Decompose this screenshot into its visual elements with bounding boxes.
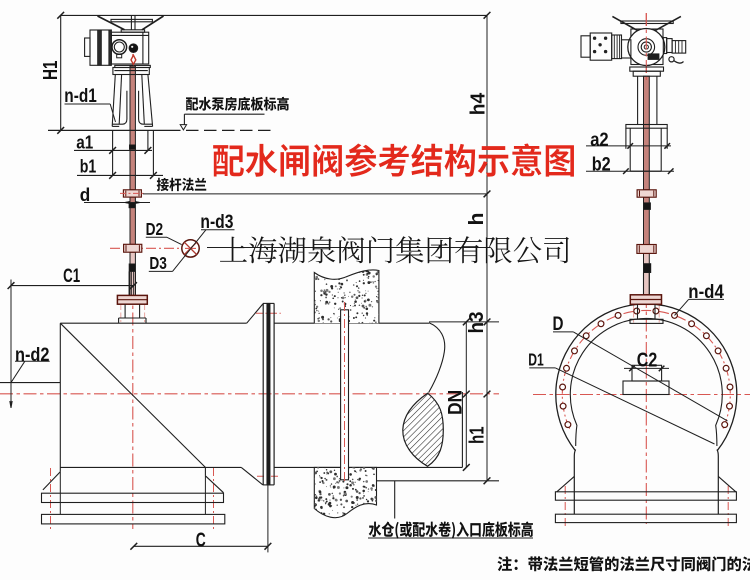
svg-text:C: C — [196, 528, 206, 551]
svg-text:a2: a2 — [590, 129, 609, 151]
svg-text:C2: C2 — [637, 350, 658, 372]
svg-text:D2: D2 — [146, 219, 164, 239]
svg-text:n-d2: n-d2 — [15, 345, 50, 366]
svg-text:D: D — [553, 314, 564, 335]
svg-text:h1: h1 — [466, 427, 488, 444]
svg-text:C1: C1 — [63, 266, 80, 287]
svg-text:h: h — [466, 213, 488, 226]
svg-text:H1: H1 — [40, 61, 62, 81]
svg-text:n-d1: n-d1 — [64, 86, 97, 107]
svg-text:D3: D3 — [149, 253, 167, 273]
svg-text:h3: h3 — [466, 312, 488, 334]
svg-text:D1: D1 — [528, 349, 544, 369]
svg-text:b2: b2 — [592, 154, 611, 176]
svg-text:DN: DN — [446, 390, 467, 415]
svg-text:n-d4: n-d4 — [688, 282, 724, 303]
svg-text:b1: b1 — [80, 156, 97, 177]
svg-text:h4: h4 — [468, 92, 490, 115]
svg-text:n-d3: n-d3 — [200, 212, 233, 233]
svg-text:a1: a1 — [76, 132, 93, 153]
svg-text:d: d — [80, 184, 91, 205]
